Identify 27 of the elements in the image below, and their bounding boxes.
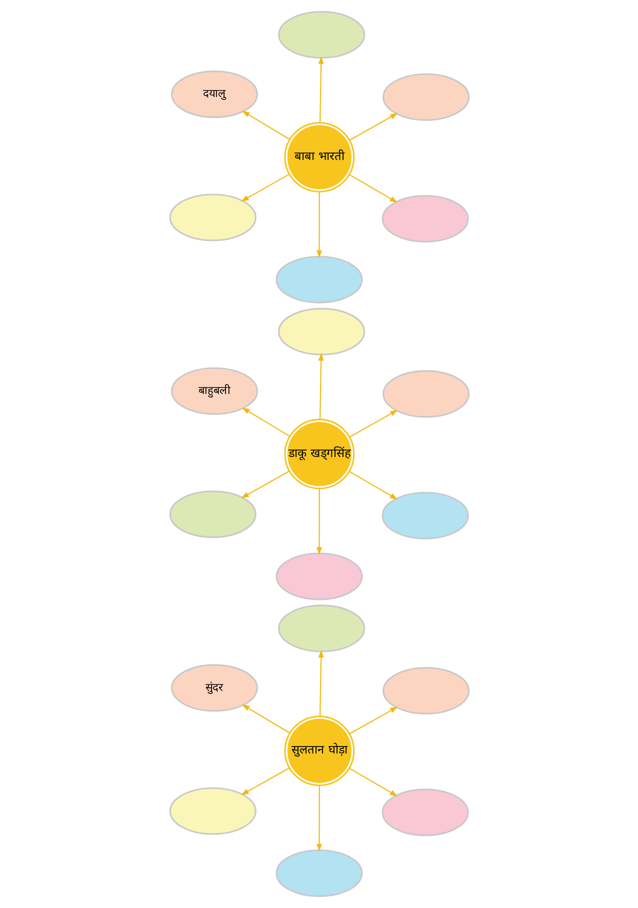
arrow — [348, 471, 398, 500]
node-cloud — [275, 552, 362, 600]
arrow — [241, 110, 290, 140]
arrow — [318, 650, 324, 716]
arrow — [348, 174, 398, 203]
arrow — [348, 768, 398, 796]
node-cloud — [275, 849, 362, 897]
arrow — [316, 786, 322, 852]
arrow — [348, 706, 398, 734]
arrow — [316, 488, 322, 555]
arrow — [348, 410, 398, 438]
arrow — [241, 704, 290, 734]
node-cloud — [278, 308, 365, 356]
node-cloud — [278, 604, 365, 652]
arrow — [240, 470, 289, 498]
arrow — [240, 174, 289, 202]
node-circle: बाबा भारती — [284, 122, 354, 192]
arrow — [318, 352, 324, 420]
arrow — [318, 56, 324, 123]
arrow — [316, 192, 322, 258]
node-cloud — [275, 256, 362, 304]
node-cloud — [278, 11, 365, 59]
arrow — [241, 407, 290, 437]
node-circle: सुलतान घोड़ा — [284, 716, 354, 786]
arrow — [240, 767, 289, 796]
node-circle: डाकू खड्गसिंह — [284, 418, 354, 490]
arrow — [348, 112, 398, 141]
